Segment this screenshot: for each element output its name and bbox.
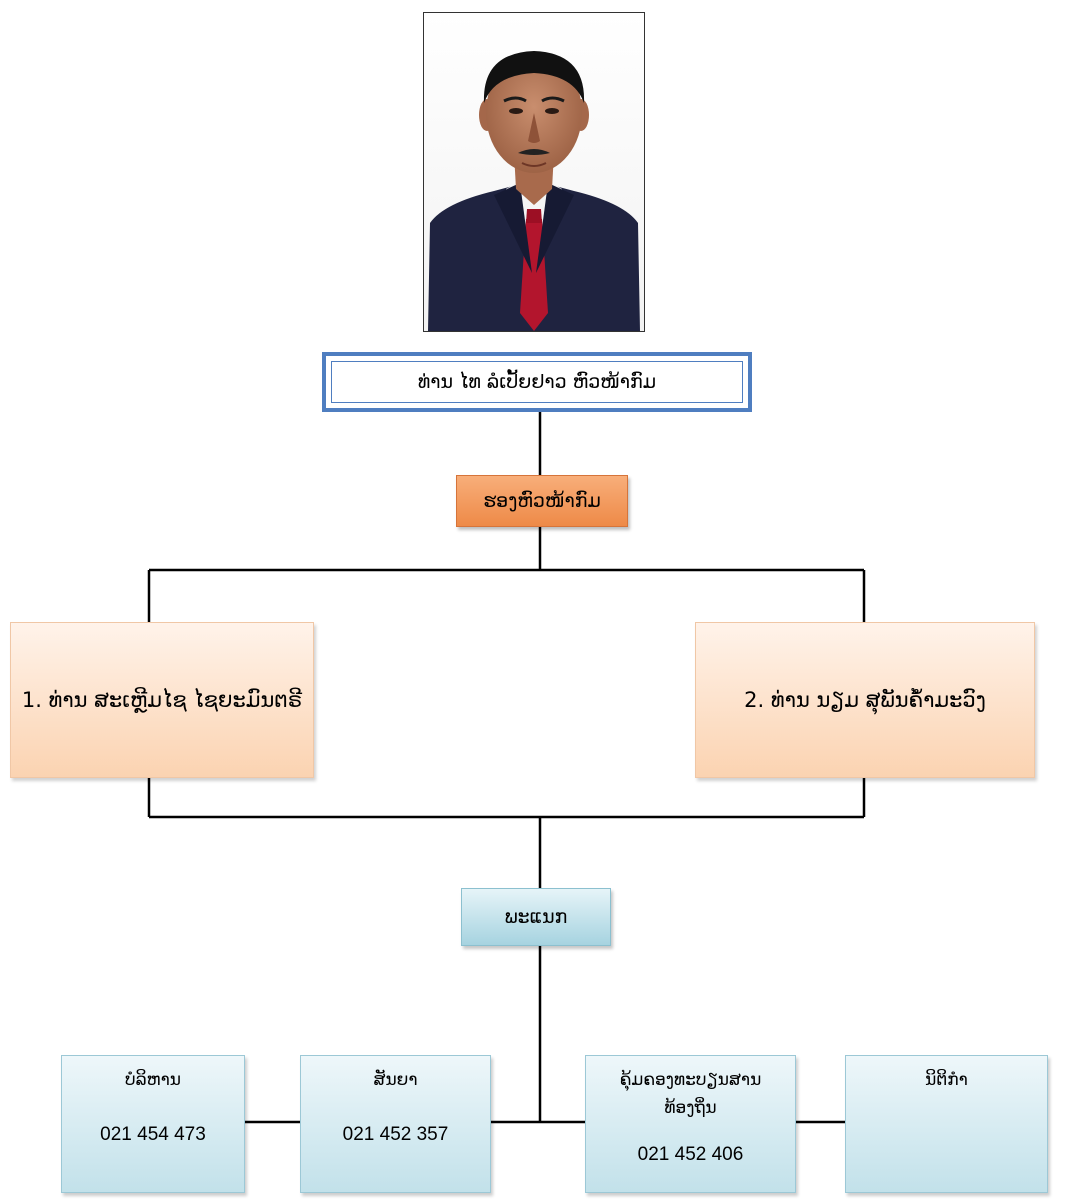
portrait-photo-icon (424, 13, 644, 331)
chief-photo (423, 12, 645, 332)
unit-name: ສັນຍາ (373, 1070, 418, 1090)
unit-contract-box: ສັນຍາ 021 452 357 (300, 1055, 491, 1193)
deputy-2-label: 2. ທ່ານ ນຽມ ສຸພັນຄໍ້າມະວົງ (744, 688, 986, 712)
chief-name-box: ທ່ານ ໄທ ລໍເປັ້ຍຢາວ ຫົວໜ້າກົມ (322, 352, 752, 412)
unit-name: ບໍລິຫານ (125, 1070, 181, 1090)
unit-name: ນິຕິກຳ (925, 1070, 968, 1090)
deputy-1-box: 1. ທ່ານ ສະເຫຼີມໄຊ ໄຊຍະມົນຕຣີ (10, 622, 314, 778)
unit-name: ຄຸ້ມຄອງທະບຽນສານ ທ້ອງຖິ່ນ (619, 1070, 762, 1118)
unit-local-court-registry-box: ຄຸ້ມຄອງທະບຽນສານ ທ້ອງຖິ່ນ 021 452 406 (585, 1055, 796, 1193)
deputy-2-box: 2. ທ່ານ ນຽມ ສຸພັນຄໍ້າມະວົງ (695, 622, 1035, 778)
deputy-head-label: ຮອງຫົວໜ້າກົມ (483, 490, 601, 512)
division-box: ພະແນກ (461, 888, 611, 946)
division-label: ພະແນກ (504, 906, 568, 928)
unit-administration-box: ບໍລິຫານ 021 454 473 (61, 1055, 245, 1193)
deputy-1-label: 1. ທ່ານ ສະເຫຼີມໄຊ ໄຊຍະມົນຕຣີ (21, 688, 303, 712)
unit-phone: 021 454 473 (100, 1124, 206, 1145)
unit-phone: 021 452 357 (342, 1124, 449, 1145)
unit-phone: 021 452 406 (637, 1144, 744, 1165)
deputy-head-box: ຮອງຫົວໜ້າກົມ (456, 475, 628, 527)
unit-legislation-box: ນິຕິກຳ (845, 1055, 1048, 1193)
chief-name: ທ່ານ ໄທ ລໍເປັ້ຍຢາວ ຫົວໜ້າກົມ (331, 361, 743, 403)
